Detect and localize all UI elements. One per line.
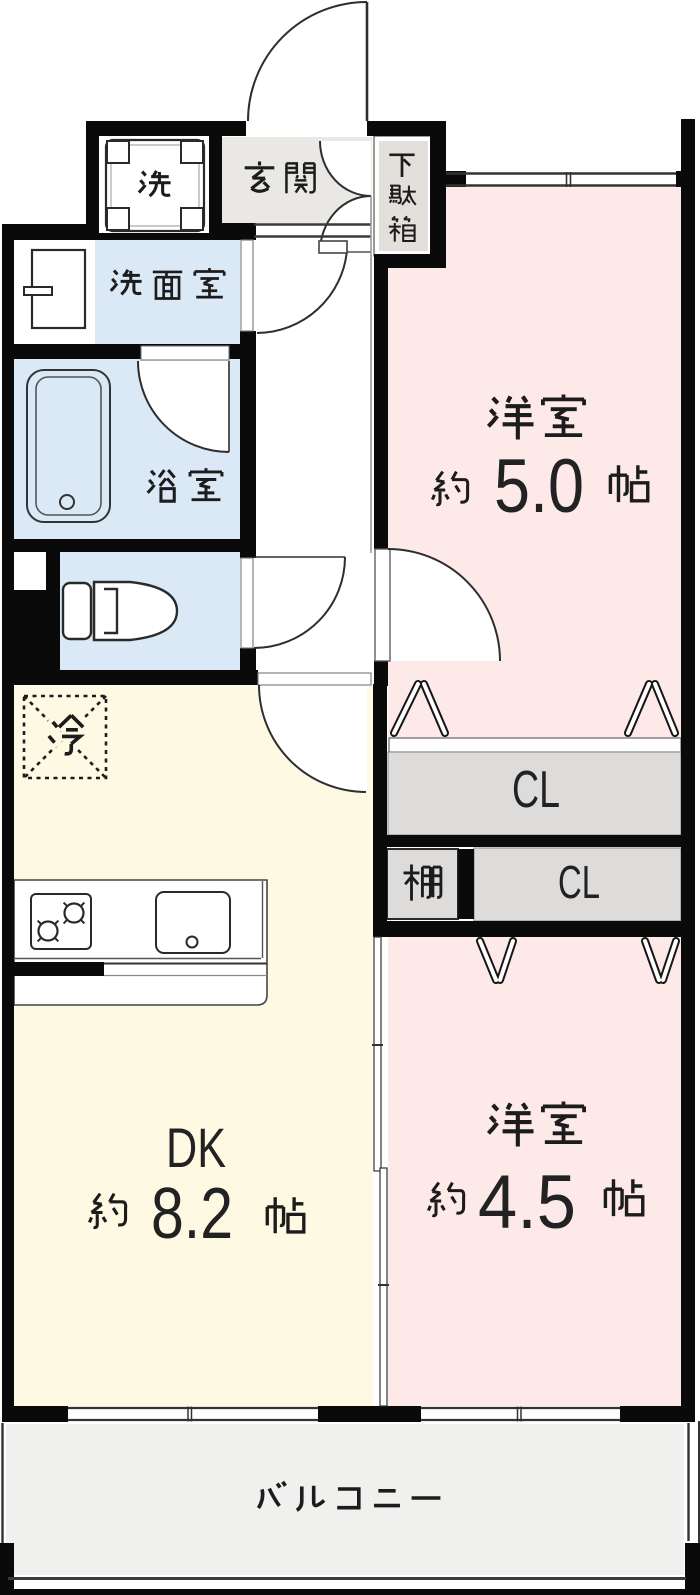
svg-text:4.5: 4.5 [478,1160,576,1245]
svg-text:CL: CL [558,856,600,908]
svg-text:CL: CL [512,761,560,819]
svg-text:DK: DK [166,1116,226,1179]
svg-text:8.2: 8.2 [151,1174,233,1254]
svg-text:5.0: 5.0 [494,444,584,529]
